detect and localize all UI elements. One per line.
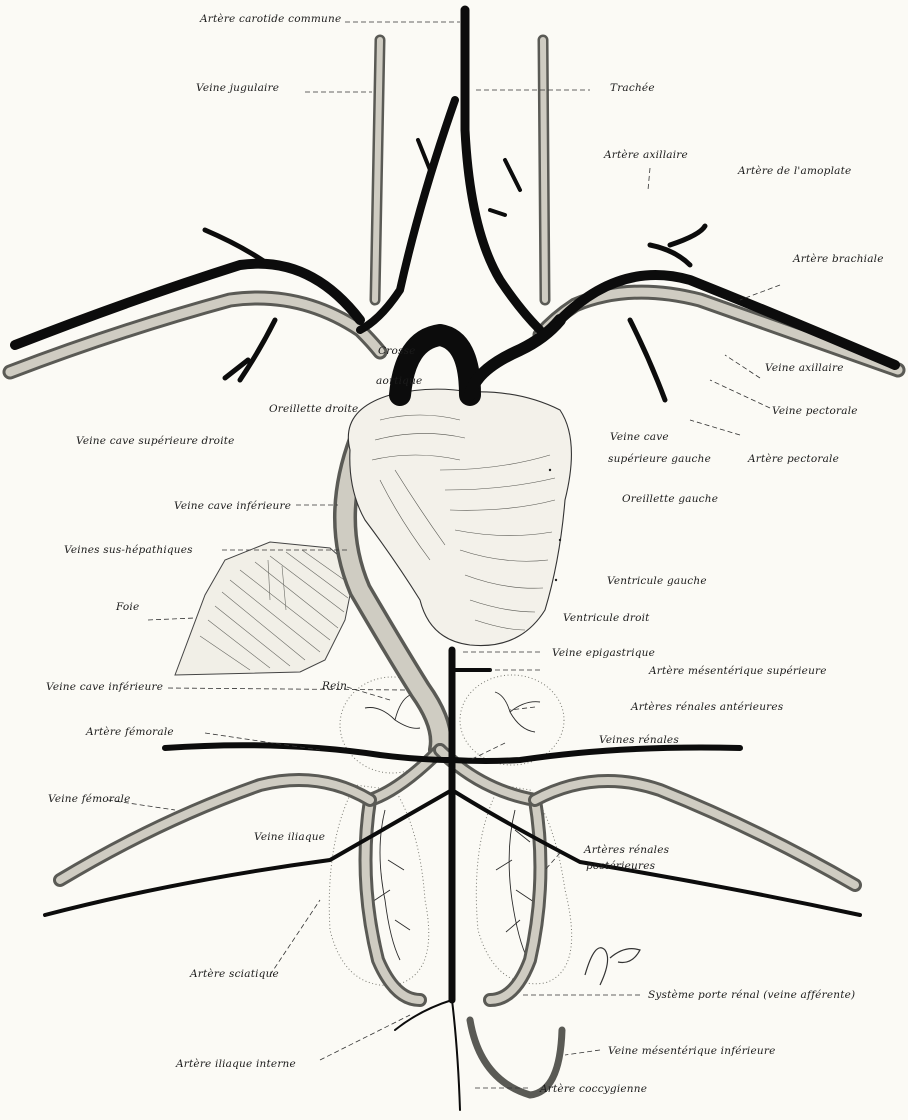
label-cave-inf-2: Veine cave inférieure: [46, 681, 163, 693]
label-brachiale: Artère brachiale: [792, 253, 884, 265]
label-ventricule-gauche: Ventricule gauche: [607, 575, 707, 587]
label-foie: Foie: [115, 601, 139, 613]
label-veine-pectorale: Veine pectorale: [772, 405, 858, 417]
label-porte-renal: Système porte rénal (veine afférente): [648, 989, 855, 1001]
label-axillaire-veine: Veine axillaire: [765, 362, 844, 374]
label-crosse-2: aortique: [376, 375, 422, 387]
label-axillaire-art: Artère axillaire: [603, 149, 688, 161]
label-oreillette-gauche: Oreillette gauche: [622, 493, 718, 505]
label-veines-renales: Veines rénales: [599, 734, 679, 746]
label-sciatique: Artère sciatique: [189, 968, 279, 980]
label-omoplate: Artère de l'amoplate: [737, 165, 851, 177]
label-iliaque-interne: Artère iliaque interne: [175, 1058, 296, 1070]
label-sus-hepatiques: Veines sus-hépathiques: [64, 544, 193, 556]
label-carotide: Artère carotide commune: [199, 13, 341, 25]
label-cave-sup-gauche-2: supérieure gauche: [608, 453, 711, 465]
label-mesenterique-inf: Veine mésentérique inférieure: [608, 1045, 776, 1057]
label-femorale-veine: Veine fémorale: [48, 793, 131, 805]
label-renales-post-2: postérieures: [586, 860, 656, 872]
artist-signature: [585, 948, 640, 985]
label-jugulaire: Veine jugulaire: [196, 82, 279, 94]
label-ventricule-droit: Ventricule droit: [563, 612, 650, 624]
label-rein: Rein: [321, 680, 347, 692]
label-oreillette-droite: Oreillette droite: [269, 403, 358, 415]
label-mesenterique-sup: Artère mésentérique supérieure: [648, 665, 827, 677]
label-renales-ant: Artères rénales antérieures: [630, 701, 784, 713]
label-art-pectorale: Artère pectorale: [747, 453, 839, 465]
label-epigastrique: Veine epigastrique: [552, 647, 655, 659]
label-renales-post-1: Artères rénales: [583, 844, 670, 856]
label-cave-inf-1: Veine cave inférieure: [174, 500, 291, 512]
label-iliaque: Veine iliaque: [254, 831, 325, 843]
label-cave-sup-gauche-1: Veine cave: [610, 431, 669, 443]
label-femorale-art: Artère fémorale: [85, 726, 174, 738]
label-crosse-1: Crosse: [378, 345, 416, 357]
label-trachee: Trachée: [610, 82, 655, 94]
label-coccygienne: Artère coccygienne: [539, 1083, 647, 1095]
liver: [175, 542, 355, 675]
label-cave-sup-droite: Veine cave supérieure droite: [76, 435, 235, 447]
